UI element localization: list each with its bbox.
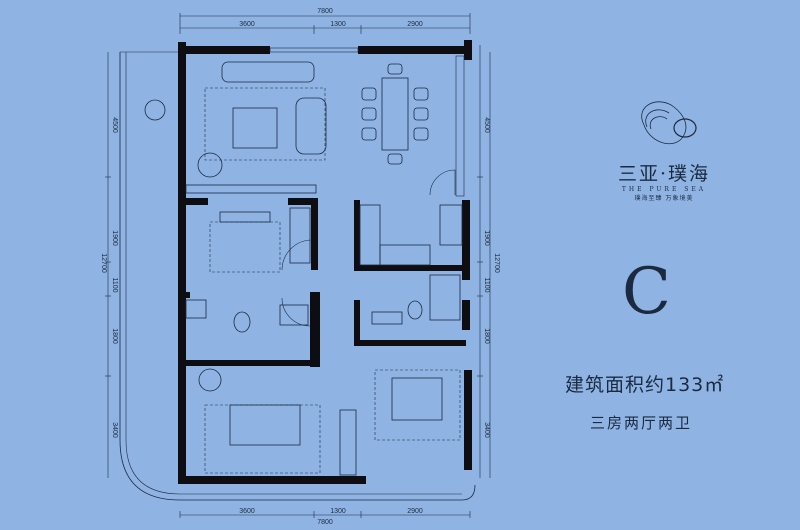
bottom-dimension-chain: 3600 1300 2900 7800 xyxy=(179,508,471,526)
left-dim-4: 1800 xyxy=(111,328,118,344)
sofa-icon xyxy=(221,61,315,83)
area-label: 建筑面积约133㎡ xyxy=(565,374,725,396)
window-top xyxy=(269,47,359,53)
lounge-chair-icon xyxy=(197,152,223,178)
pebble-stones-logo-icon xyxy=(641,101,697,144)
brand-name-cn: 三亚·璞海 xyxy=(617,163,711,185)
brand-slogan: 璞海至臻 万象境美 xyxy=(634,195,694,202)
right-dim-1: 4500 xyxy=(483,117,490,133)
right-dim-2: 1900 xyxy=(483,230,490,246)
right-dim-5: 3400 xyxy=(483,422,490,438)
bathroom-1 xyxy=(185,299,309,333)
balcony-chair-icon xyxy=(144,99,166,121)
top-total-dim: 7800 xyxy=(317,8,333,15)
top-dim-1: 3600 xyxy=(239,21,255,28)
master-bedroom xyxy=(198,368,357,476)
left-dim-5: 3400 xyxy=(111,422,118,438)
unit-type-letter: C xyxy=(622,255,671,329)
coffee-table-icon xyxy=(232,107,278,149)
left-total-dim: 12700 xyxy=(100,253,107,273)
top-dim-2: 1300 xyxy=(330,21,346,28)
living-room-furniture xyxy=(144,61,327,194)
bedroom-3 xyxy=(371,274,461,441)
window-right xyxy=(455,55,465,197)
top-dim-3: 2900 xyxy=(407,21,423,28)
brand-logo: 三亚·璞海 THE PURE SEA 璞海至臻 万象境美 xyxy=(614,95,714,202)
left-dim-1: 4500 xyxy=(111,117,118,133)
dining-table xyxy=(361,63,429,165)
top-dimension-chain: 7800 3600 1300 2900 xyxy=(179,8,471,34)
layout-label: 三房两厅两卫 xyxy=(590,414,693,432)
armchair-icon xyxy=(295,97,327,155)
left-dimension-chain: 4500 1900 1100 1800 3400 12700 xyxy=(100,52,118,478)
right-dim-4: 1800 xyxy=(483,328,490,344)
left-dim-2: 1900 xyxy=(111,230,118,246)
bottom-dim-3: 2900 xyxy=(407,508,423,515)
walls xyxy=(178,40,472,484)
bottom-dim-2: 1300 xyxy=(330,508,346,515)
bottom-dim-1: 3600 xyxy=(239,508,255,515)
right-dim-3: 1100 xyxy=(483,277,490,292)
kitchen xyxy=(359,204,463,266)
right-dimension-chain: 4500 1900 1100 1800 3400 12700 xyxy=(477,45,500,478)
bottom-total-dim: 7800 xyxy=(317,519,333,526)
balcony-outline xyxy=(119,52,476,501)
bedroom-2 xyxy=(209,207,311,273)
door-swing xyxy=(281,239,313,271)
left-dim-3: 1100 xyxy=(111,277,118,292)
brand-name-en: THE PURE SEA xyxy=(621,186,707,193)
right-total-dim: 12700 xyxy=(493,253,500,273)
